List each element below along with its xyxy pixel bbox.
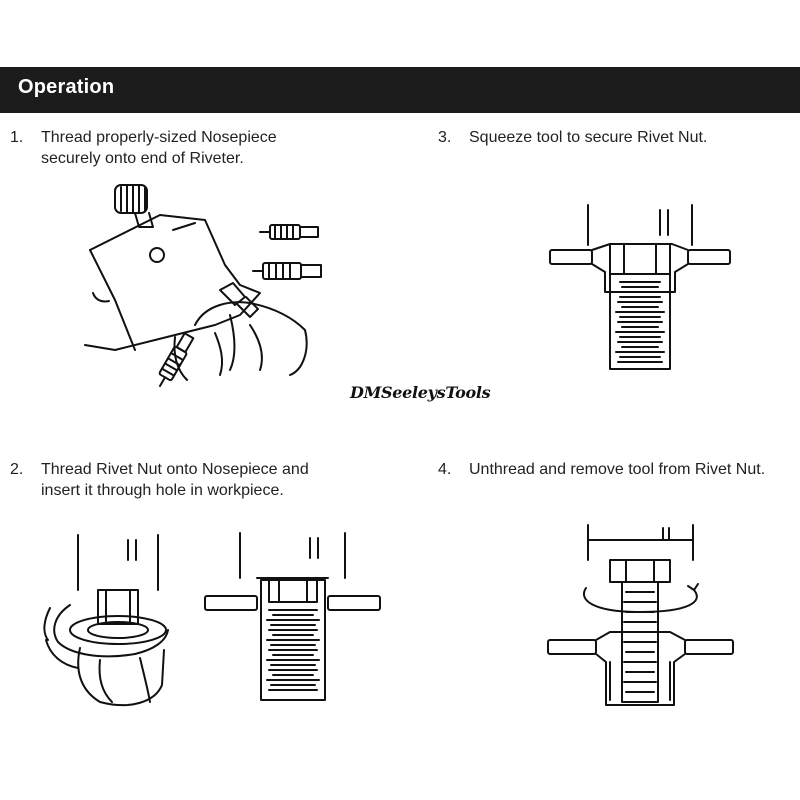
section-header: Operation [0,67,800,113]
unthread-tool-section-illustration [548,520,733,712]
rivet-nut-in-workpiece-section-illustration [205,528,380,713]
step-text-line-2: securely onto end of Riveter. [41,150,244,167]
riveter-nosepiece-illustration [55,175,355,390]
step-text-line-1: Unthread and remove tool from Rivet Nut. [469,461,766,478]
step-text-line-1: Thread Rivet Nut onto Nosepiece and [41,461,309,478]
step-text-line-1: Thread properly-sized Nosepiece [41,129,277,146]
squeezed-rivet-nut-section-illustration [550,200,730,375]
step-text-line-1: Squeeze tool to secure Rivet Nut. [469,129,708,146]
step-number: 3. [438,129,452,146]
section-title: Operation [18,76,115,98]
hand-threading-rivet-nut-illustration [40,530,190,710]
step-number: 2. [10,461,24,478]
step-number: 1. [10,129,24,146]
watermark: DMSeeleysTools [350,383,491,402]
step-number: 4. [438,461,452,478]
step-text-line-2: insert it through hole in workpiece. [41,482,284,499]
